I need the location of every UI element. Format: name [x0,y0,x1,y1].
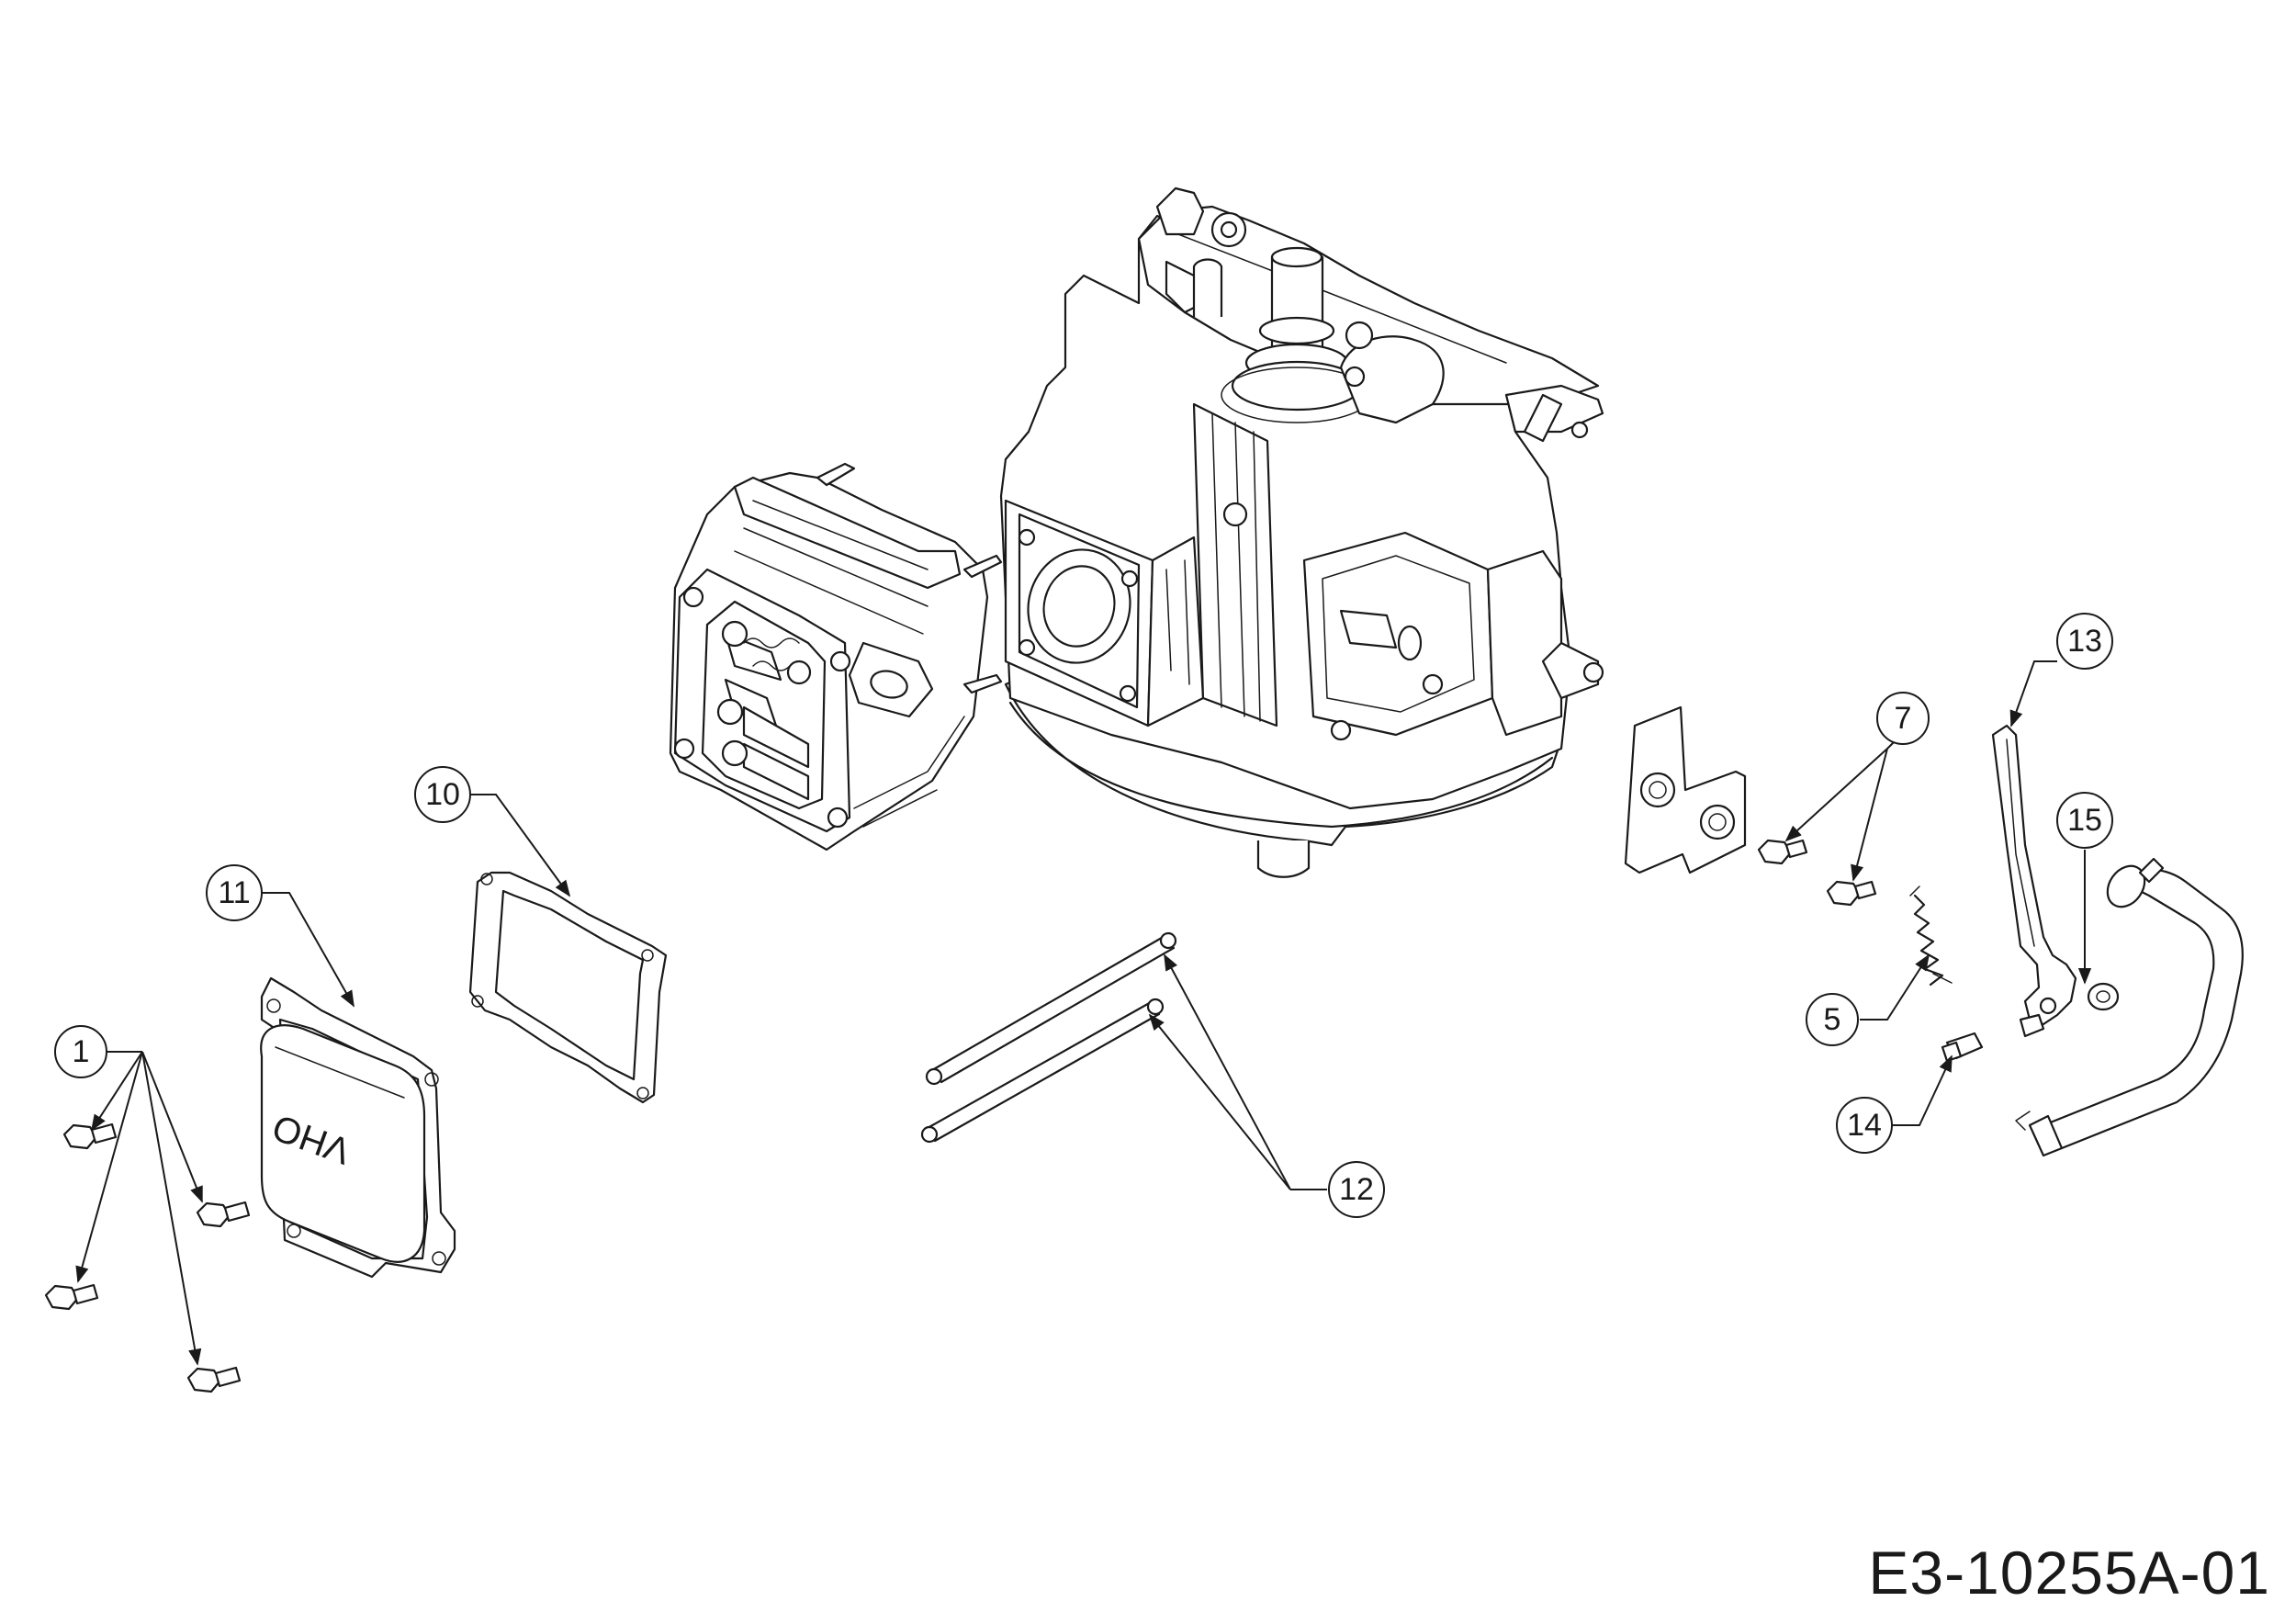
callout-label: 12 [1339,1172,1374,1207]
bracket-plate [1624,705,1747,874]
callout-label: 5 [1824,1002,1841,1037]
push-rods [920,931,1177,1144]
bolt [62,1122,118,1150]
bolt [186,1366,242,1393]
bolt [44,1283,99,1311]
callout-10: 10 [414,766,471,823]
head-gasket [468,871,668,1104]
leader-lines [75,660,2092,1366]
screw [1826,880,1877,907]
callout-label: 15 [2067,803,2102,838]
bolt [196,1201,251,1228]
drawing-number: E3-10255A-01 [1868,1539,2270,1607]
callout-5: 5 [1806,993,1859,1046]
breather-hose [2015,857,2244,1157]
screw [1757,839,1808,865]
callout-1: 1 [54,1025,107,1078]
washer [2087,982,2120,1011]
callout-label: 1 [73,1034,90,1069]
callout-14: 14 [1836,1097,1893,1154]
callout-label: 13 [2067,624,2102,659]
callout-label: 7 [1895,701,1912,736]
callout-15: 15 [2056,792,2113,849]
callout-13: 13 [2056,613,2113,670]
engine-crankcase [999,186,1604,878]
callout-7: 7 [1876,692,1930,745]
callout-label: 14 [1847,1108,1882,1143]
callout-label: 11 [218,875,250,910]
cylinder-head [669,462,1003,851]
spring [1909,885,1953,987]
key [1941,1032,1984,1063]
callout-11: 11 [206,864,263,921]
callout-label: 10 [425,777,460,812]
valve-cover: OHV [260,976,456,1279]
governor-lever [1991,724,2077,1038]
callout-12: 12 [1328,1161,1385,1218]
